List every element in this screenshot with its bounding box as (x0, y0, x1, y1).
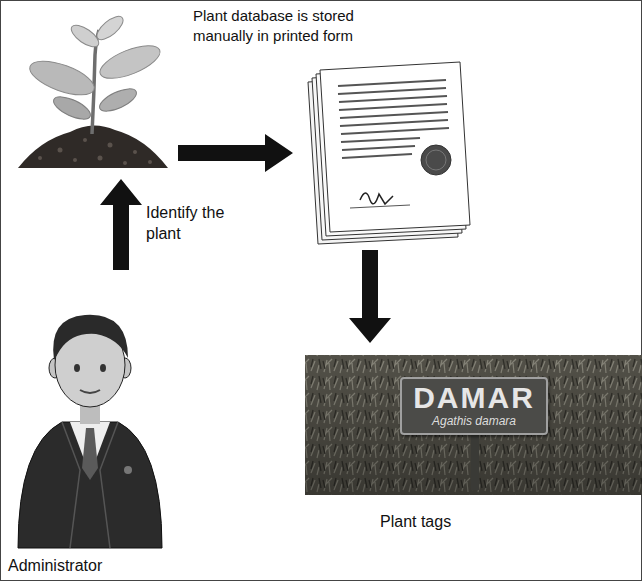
tag-photo (305, 355, 642, 495)
administrator-node: Administrator (5, 296, 180, 578)
arrow-down (349, 250, 391, 343)
tag-species: Agathis damara (412, 414, 536, 428)
plant-seedling (18, 12, 168, 168)
figure-caption: Plant tags (380, 513, 451, 531)
plant-tag-sign: DAMARAgathis damara (400, 377, 548, 435)
plant-tag-photo: Plant tags DAMARAgathis damara (305, 355, 642, 545)
administrator-figure (18, 315, 162, 548)
arrow-label: Plant database is stored manually in pri… (193, 6, 365, 45)
printed-documents (308, 62, 470, 244)
tag-name: DAMAR (412, 382, 536, 414)
arrow-right (178, 134, 293, 172)
arrow-label: Identify the plant (146, 203, 258, 245)
figure-caption: Administrator (8, 557, 102, 575)
arrow-up (100, 179, 142, 270)
